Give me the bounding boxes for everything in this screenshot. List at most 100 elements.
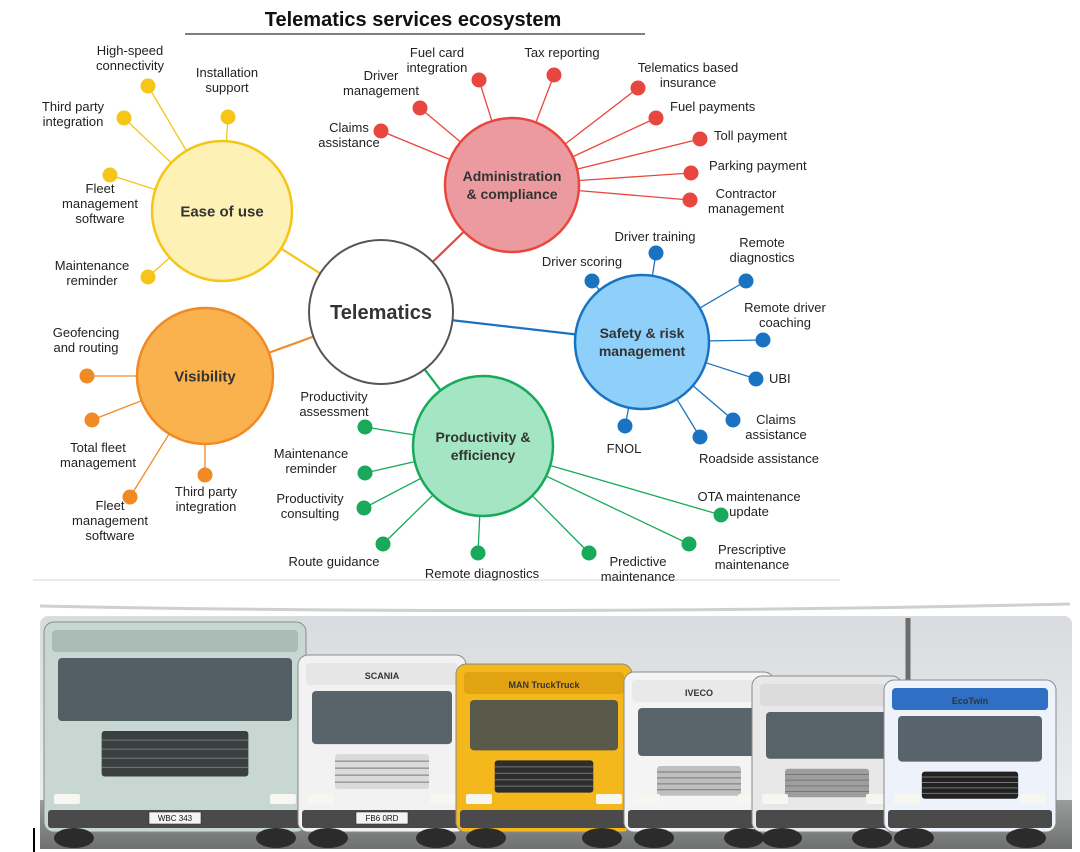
hub-productivity: Productivity &efficiency	[411, 374, 555, 518]
truck-grille	[101, 731, 249, 777]
hub-links	[268, 230, 576, 391]
leaf-dot	[357, 465, 373, 481]
headlight-left	[308, 794, 334, 804]
leaf-connector	[364, 460, 415, 474]
wheel	[308, 828, 348, 848]
leaf-dot	[471, 72, 487, 88]
leaf-dot	[140, 78, 156, 94]
truck-brand-badge: EcoTwin	[952, 696, 988, 706]
hub-label: Administration& compliance	[463, 168, 562, 202]
leaf-connector	[382, 494, 434, 545]
hub-circle	[573, 273, 711, 411]
hub-circle	[443, 116, 581, 254]
center-node: Telematics	[308, 239, 454, 385]
truck-grille	[921, 771, 1019, 799]
leaf-label: Remote diagnostics	[425, 566, 540, 581]
leaf-dot	[584, 273, 600, 289]
link-productivity-to-center	[423, 368, 442, 391]
truck-windshield	[898, 716, 1042, 762]
truck-5	[751, 675, 903, 848]
headlight-left	[466, 794, 492, 804]
truck-grille	[334, 754, 430, 790]
leaf-safety-driver-scoring: Driver scoring	[542, 254, 622, 291]
leaf-dot	[681, 536, 697, 552]
leaf-dot	[546, 67, 562, 83]
link-ease-to-center	[280, 247, 321, 275]
wheel	[724, 828, 764, 848]
hub-label: Ease of use	[180, 203, 263, 220]
photo-shadow-edge	[39, 602, 1071, 613]
leaf-connector	[419, 107, 462, 143]
headlight-left	[634, 794, 660, 804]
leaf-dot	[102, 167, 118, 183]
truck-brand-badge: MAN TruckTruck	[508, 680, 580, 690]
leaf-dot	[84, 412, 100, 428]
leaf-label: Roadside assistance	[699, 451, 819, 466]
leaf-safety-ubi: UBI	[705, 362, 791, 387]
leaf-dot	[682, 192, 698, 208]
truck-roof	[464, 672, 624, 694]
leaf-dot	[713, 507, 729, 523]
leaf-connector	[531, 495, 590, 554]
leaf-safety-driver-training: Driver training	[615, 229, 696, 276]
bumper	[628, 810, 770, 828]
leaf-productivity-route-guidance: Route guidance	[288, 494, 434, 569]
headlight-right	[430, 794, 456, 804]
bumper	[888, 810, 1052, 828]
leaf-label: Toll payment	[714, 128, 787, 143]
leaf-connector	[572, 117, 657, 158]
wheel	[416, 828, 456, 848]
hub-circle	[150, 139, 294, 283]
leaf-label: Route guidance	[288, 554, 379, 569]
hub-circle	[135, 306, 275, 446]
diagram-title: Telematics services ecosystem	[265, 9, 562, 31]
leaf-connector	[705, 362, 757, 380]
leaf-label: Tax reporting	[524, 45, 599, 60]
wheel	[54, 828, 94, 848]
truck-roof	[760, 684, 894, 706]
leaf-dot	[581, 545, 597, 561]
license-plate-text: WBC 343	[158, 814, 193, 823]
wheel	[894, 828, 934, 848]
truck-6: EcoTwin	[883, 679, 1057, 848]
wheel	[852, 828, 892, 848]
leaf-label: Driver training	[615, 229, 696, 244]
headlight-right	[270, 794, 296, 804]
truck-brand-badge: SCANIA	[365, 671, 400, 681]
leaf-connector	[123, 117, 172, 164]
wheel	[634, 828, 674, 848]
leaf-dot	[356, 500, 372, 516]
hub-label: Productivity &efficiency	[436, 429, 531, 463]
leaf-dot	[617, 418, 633, 434]
leaf-dot	[197, 467, 213, 483]
leaf-admin-toll-payment: Toll payment	[576, 128, 787, 170]
truck-roof	[892, 688, 1048, 710]
leaf-dot	[738, 273, 754, 289]
center-label: Telematics	[330, 302, 432, 324]
leaf-safety-fnol: FNOL	[607, 407, 641, 456]
leaf-connector	[109, 174, 156, 191]
